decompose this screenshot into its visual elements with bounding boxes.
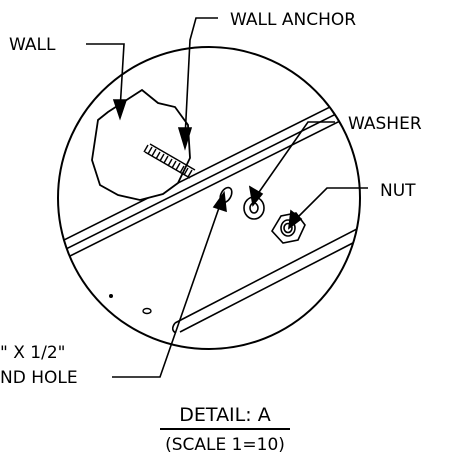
washer-label: WASHER <box>348 114 422 134</box>
rail-hole-small <box>109 294 113 298</box>
nut-leader <box>295 187 368 220</box>
hole-label-line1: " X 1/2" <box>0 343 65 363</box>
washer-leader <box>256 121 335 196</box>
wall-label: WALL <box>9 35 56 55</box>
nut <box>271 212 306 244</box>
detail-title: DETAIL: A <box>179 404 270 426</box>
wall-anchor-label: WALL ANCHOR <box>230 10 356 30</box>
wall-leader <box>86 43 125 111</box>
rail-beam <box>58 81 360 334</box>
wall-anchor-leader <box>184 17 218 139</box>
hole-leader <box>112 201 222 378</box>
detail-circle <box>57 46 361 350</box>
wall-shape <box>91 88 191 201</box>
rail-hole-oval <box>142 307 152 315</box>
detail-scale: (SCALE 1=10) <box>165 435 285 455</box>
wall-anchor <box>143 143 196 179</box>
hole-label-line2: ND HOLE <box>0 368 78 388</box>
nut-label: NUT <box>380 181 416 201</box>
